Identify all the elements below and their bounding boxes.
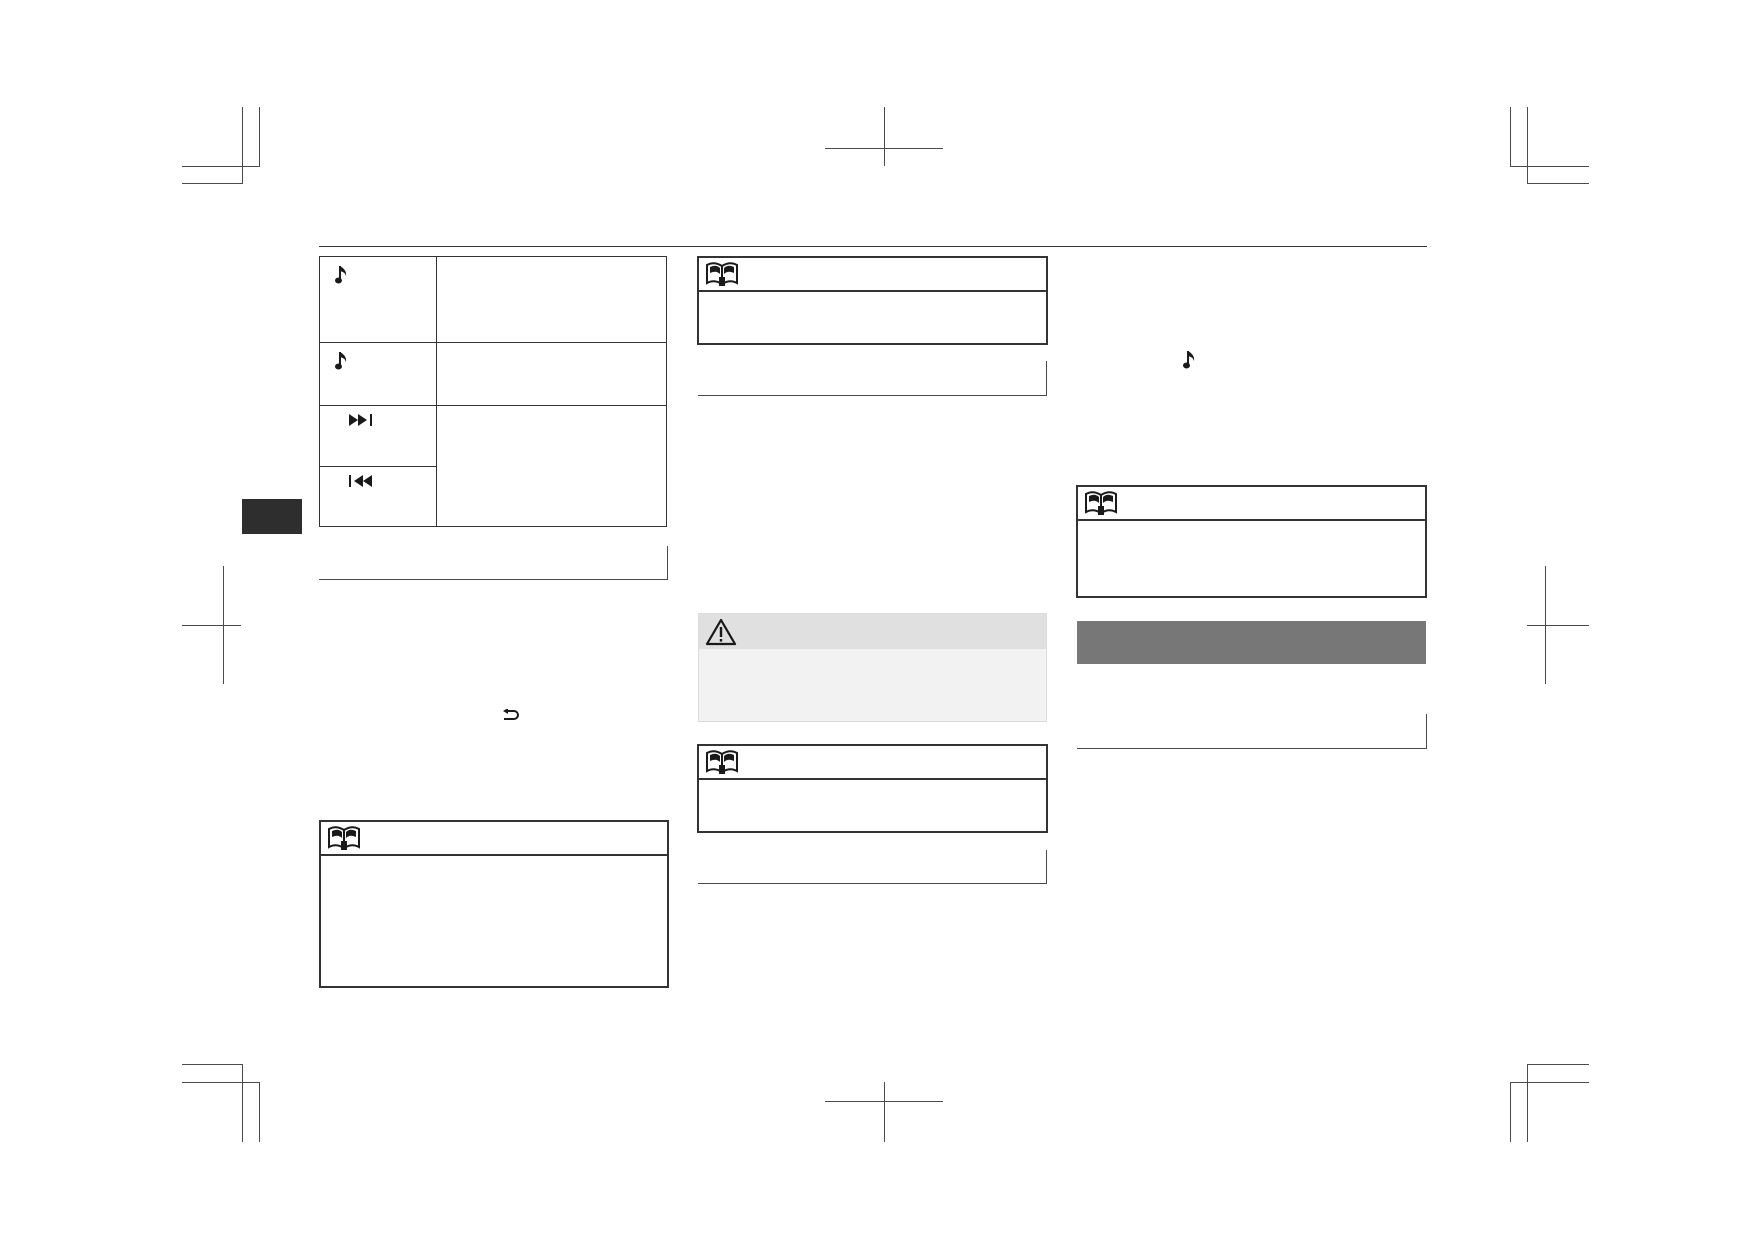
section-divider bbox=[698, 361, 1047, 396]
open-book-icon bbox=[705, 261, 739, 292]
chapter-tab bbox=[242, 499, 302, 534]
skip-forward-icon bbox=[347, 412, 377, 428]
open-book-icon bbox=[705, 749, 739, 780]
note-box bbox=[697, 744, 1048, 833]
music-note-icon bbox=[332, 349, 352, 373]
note-box bbox=[1076, 485, 1427, 598]
warning-triangle-icon bbox=[705, 618, 737, 651]
warning-box bbox=[698, 613, 1047, 722]
section-heading-bar bbox=[1077, 621, 1426, 664]
open-book-icon bbox=[1084, 490, 1118, 521]
music-note-icon bbox=[1183, 350, 1197, 375]
header-rule bbox=[319, 246, 1427, 247]
return-arrow-icon bbox=[502, 708, 520, 728]
control-table bbox=[319, 256, 667, 527]
section-divider bbox=[319, 546, 668, 580]
music-note-icon bbox=[332, 263, 352, 287]
section-divider bbox=[1077, 714, 1427, 749]
note-box bbox=[697, 256, 1048, 345]
section-divider bbox=[698, 850, 1047, 884]
skip-back-icon bbox=[347, 473, 377, 489]
open-book-icon bbox=[327, 825, 361, 856]
note-box bbox=[319, 820, 669, 988]
